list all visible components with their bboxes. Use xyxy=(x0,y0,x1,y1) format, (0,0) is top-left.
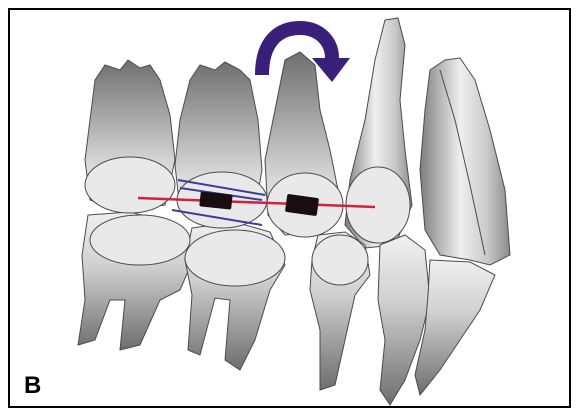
upper-incisors xyxy=(420,58,510,265)
panel-label: B xyxy=(24,372,41,400)
